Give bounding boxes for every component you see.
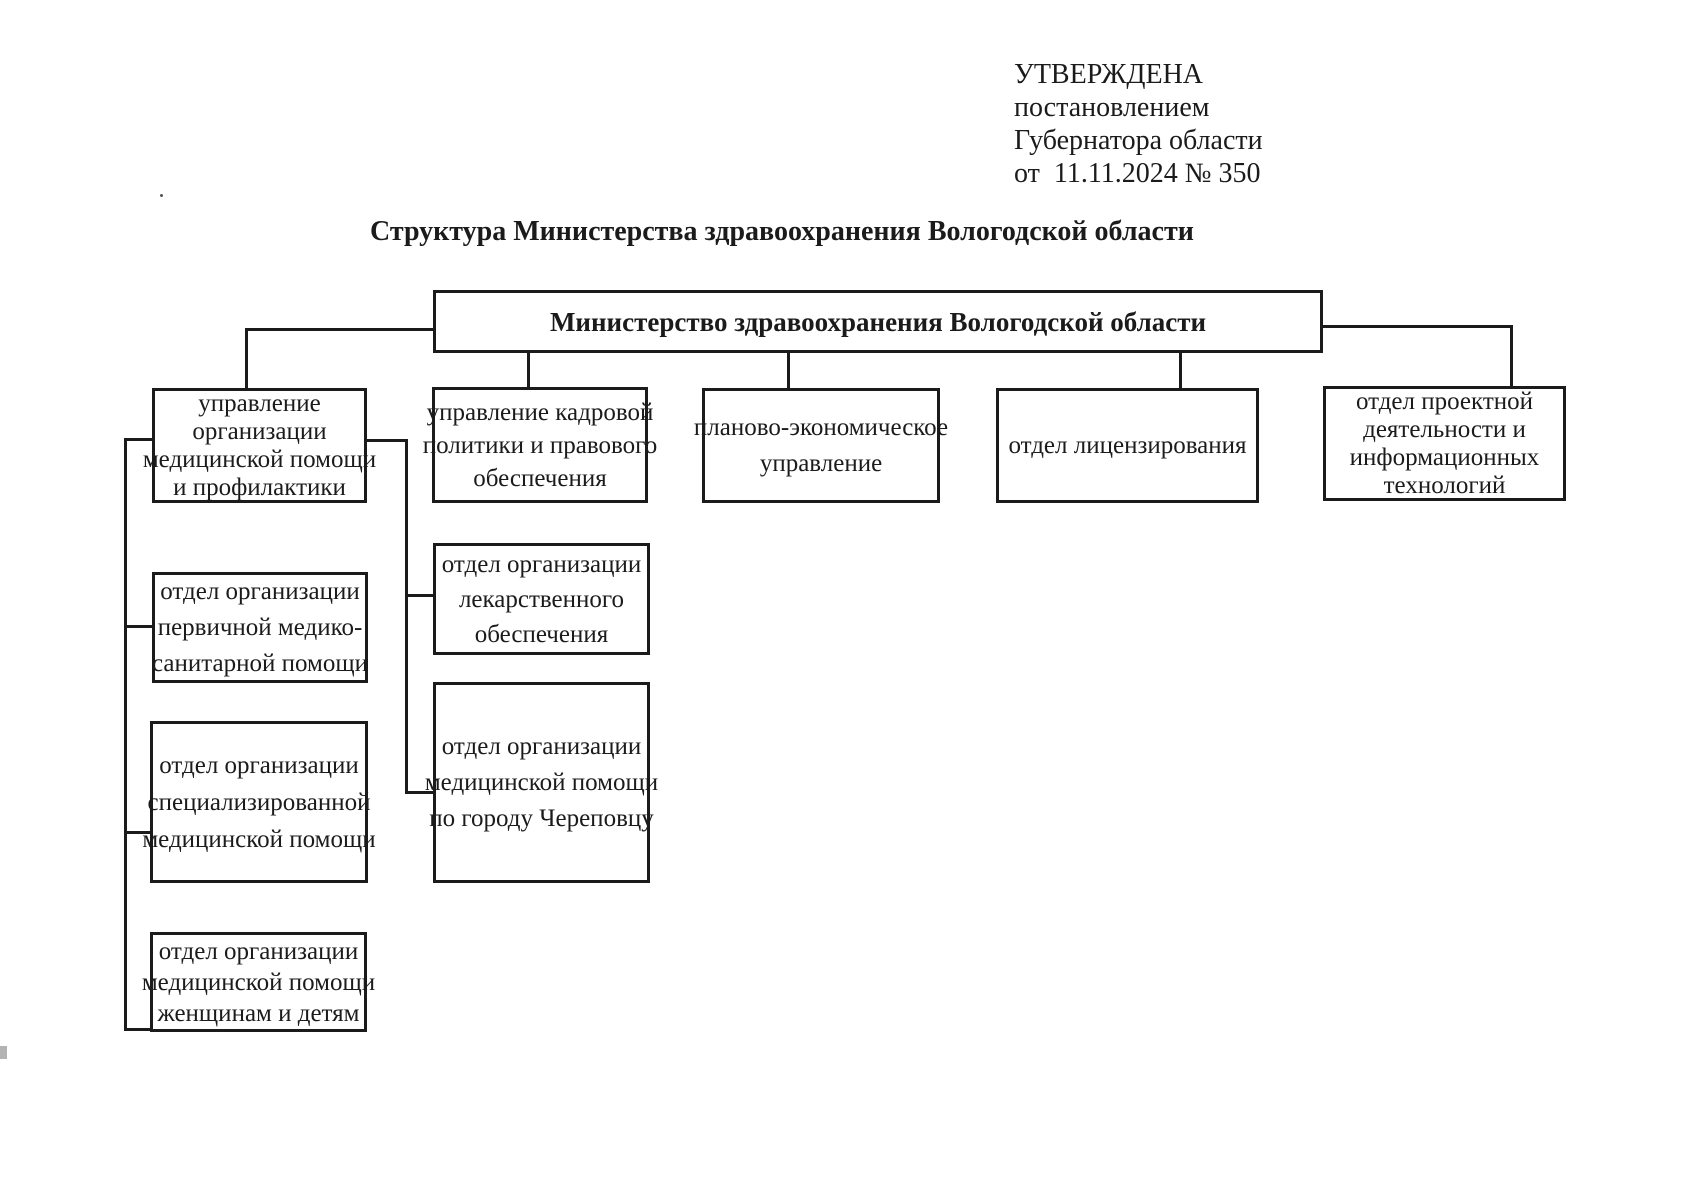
- connector-trunk-to-primary-care: [124, 625, 154, 628]
- org-box-cherepovets-department: отдел организации медицинской помощи по …: [425, 682, 658, 883]
- connector-dept1-left-stub: [124, 438, 154, 441]
- connector-trunk-to-cherepovets: [405, 791, 435, 794]
- org-box-pharmaceutical-department: отдел организации лекарственного обеспеч…: [433, 543, 650, 655]
- connector-trunk-to-women-children: [124, 1028, 152, 1031]
- connector-root-to-dept5-vertical: [1510, 325, 1513, 388]
- document-title: Структура Министерства здравоохранения В…: [370, 216, 1194, 247]
- connector-dept1-right-stub: [367, 439, 408, 442]
- connector-root-to-dept3-vertical: [787, 351, 790, 390]
- org-box-primary-care-department: отдел организации первичной медико- сани…: [152, 572, 368, 683]
- org-box-project-it-department: отдел проектной деятельности и информаци…: [1323, 386, 1566, 501]
- connector-left-trunk: [124, 438, 127, 1031]
- org-box-ministry: Министерство здравоохранения Вологодской…: [433, 290, 1323, 353]
- scan-artifact-speck: [160, 194, 163, 197]
- org-box-hr-legal-directorate: управление кадровой политики и правового…: [423, 387, 657, 503]
- connector-root-to-dept1-horizontal: [245, 328, 435, 331]
- org-box-planning-economic-directorate: планово-экономическое управление: [694, 388, 948, 503]
- connector-trunk-to-specialized: [124, 831, 152, 834]
- connector-root-to-dept2-vertical: [527, 351, 530, 389]
- connector-root-to-dept4-vertical: [1179, 351, 1182, 390]
- connector-root-to-dept1-vertical: [245, 328, 248, 390]
- approval-stamp: УТВЕРЖДЕНА постановлением Губернатора об…: [1014, 59, 1263, 189]
- org-box-women-children-department: отдел организации медицинской помощи жен…: [142, 932, 375, 1032]
- org-box-specialized-care-department: отдел организации специализированной мед…: [142, 721, 376, 883]
- connector-trunk-to-pharmaceutical: [405, 594, 435, 597]
- org-box-medical-care-directorate: управление организации медицинской помощ…: [143, 388, 376, 503]
- connector-right-trunk: [405, 439, 408, 794]
- org-box-licensing-department: отдел лицензирования: [996, 388, 1259, 503]
- connector-root-to-dept5-horizontal: [1320, 325, 1513, 328]
- scan-artifact-smudge: [0, 1046, 7, 1059]
